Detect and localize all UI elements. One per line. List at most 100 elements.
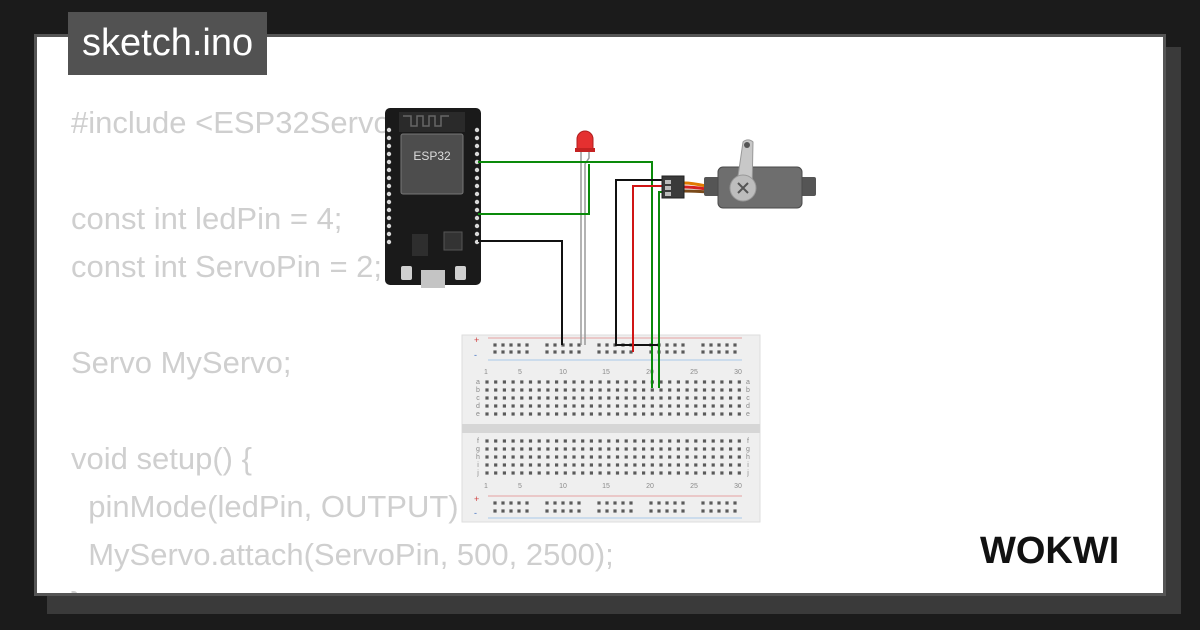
servo-motor[interactable] <box>661 139 816 209</box>
breadboard-hole <box>555 396 559 400</box>
esp32-board[interactable]: ESP32 <box>385 108 481 288</box>
breadboard-hole <box>729 412 733 416</box>
breadboard-hole <box>511 388 515 392</box>
breadboard-hole <box>545 350 549 354</box>
reset-button[interactable] <box>455 266 466 280</box>
breadboard-hole <box>563 455 567 459</box>
breadboard-hole <box>685 380 689 384</box>
breadboard-hole <box>668 455 672 459</box>
breadboard-hole <box>607 396 611 400</box>
breadboard-hole <box>673 509 677 513</box>
breadboard-hole <box>702 447 707 451</box>
breadboard-hole <box>681 350 685 354</box>
breadboard-hole <box>577 350 581 354</box>
file-tab[interactable]: sketch.ino <box>68 12 268 75</box>
breadboard-hole <box>563 471 567 475</box>
breadboard-hole <box>581 471 585 475</box>
breadboard-hole <box>685 439 689 443</box>
breadboard-hole <box>629 509 633 513</box>
breadboard-hole <box>624 388 628 392</box>
breadboard-hole <box>517 501 521 505</box>
breadboard-hole <box>729 455 733 459</box>
breadboard-hole <box>624 404 628 408</box>
boot-button[interactable] <box>401 266 412 280</box>
breadboard-hole <box>642 455 646 459</box>
rail-minus-top: - <box>474 350 477 360</box>
breadboard-hole <box>737 455 741 459</box>
breadboard-hole <box>569 509 573 513</box>
breadboard-hole <box>607 412 611 416</box>
esp32-module <box>400 133 464 195</box>
breadboard-hole <box>701 350 705 354</box>
breadboard-hole <box>615 404 620 408</box>
breadboard-hole <box>589 412 593 416</box>
breadboard-hole <box>615 455 620 459</box>
breadboard-hole <box>642 447 646 451</box>
breadboard-hole <box>725 509 729 513</box>
breadboard-hole <box>509 501 513 505</box>
breadboard-hole <box>581 455 585 459</box>
breadboard-hole <box>694 380 698 384</box>
breadboard-hole <box>729 380 733 384</box>
breadboard-hole <box>581 396 585 400</box>
breadboard-hole <box>694 388 698 392</box>
board-pin <box>386 207 392 213</box>
breadboard-hole <box>668 380 672 384</box>
breadboard-hole <box>717 350 721 354</box>
breadboard-hole <box>485 447 489 451</box>
board-pin <box>474 183 480 189</box>
breadboard-hole <box>501 509 505 513</box>
breadboard-hole <box>607 463 611 467</box>
breadboard-hole <box>733 509 737 513</box>
breadboard-hole <box>597 350 601 354</box>
logo-text: WOKWI <box>980 530 1119 572</box>
row-label-right: g <box>746 446 750 453</box>
code-line: } <box>71 579 614 593</box>
breadboard-hole <box>553 501 557 505</box>
breadboard-hole <box>659 396 663 400</box>
breadboard-hole <box>525 350 529 354</box>
breadboard-hole <box>676 396 680 400</box>
board-pin <box>386 199 392 205</box>
breadboard-hole <box>494 388 498 392</box>
breadboard-hole <box>694 463 698 467</box>
breadboard-hole <box>555 447 559 451</box>
row-label-right: i <box>747 462 749 469</box>
breadboard-hole <box>494 439 498 443</box>
breadboard-hole <box>605 501 609 505</box>
breadboard-hole <box>569 501 573 505</box>
breadboard-hole <box>546 463 550 467</box>
breadboard-hole <box>555 455 559 459</box>
breadboard-hole <box>537 396 541 400</box>
breadboard-hole <box>598 412 602 416</box>
breadboard-hole <box>633 471 637 475</box>
board-pin <box>386 159 392 165</box>
breadboard-hole <box>711 388 715 392</box>
row-label-left: a <box>476 379 480 386</box>
row-label-left: d <box>476 403 480 410</box>
breadboard-hole <box>711 404 715 408</box>
breadboard-hole <box>624 396 628 400</box>
breadboard-hole <box>729 471 733 475</box>
red-led[interactable] <box>575 130 595 345</box>
breadboard-hole <box>737 404 741 408</box>
breadboard-hole <box>607 404 611 408</box>
breadboard-hole <box>701 501 705 505</box>
breadboard-hole <box>528 439 533 443</box>
board-pin <box>474 191 480 197</box>
breadboard-hole <box>528 388 533 392</box>
breadboard-hole <box>711 447 715 451</box>
horn-hole <box>744 142 750 148</box>
breadboard-hole <box>659 455 663 459</box>
row-label-left: h <box>476 454 480 461</box>
breadboard-hole <box>545 509 549 513</box>
breadboard-hole <box>702 380 707 384</box>
breadboard-hole <box>668 463 672 467</box>
breadboard-hole <box>520 388 524 392</box>
breadboard-hole <box>642 439 646 443</box>
breadboard-hole <box>650 455 654 459</box>
breadboard-hole <box>494 447 498 451</box>
breadboard-hole <box>555 463 559 467</box>
black-wire-gnd <box>478 240 563 345</box>
